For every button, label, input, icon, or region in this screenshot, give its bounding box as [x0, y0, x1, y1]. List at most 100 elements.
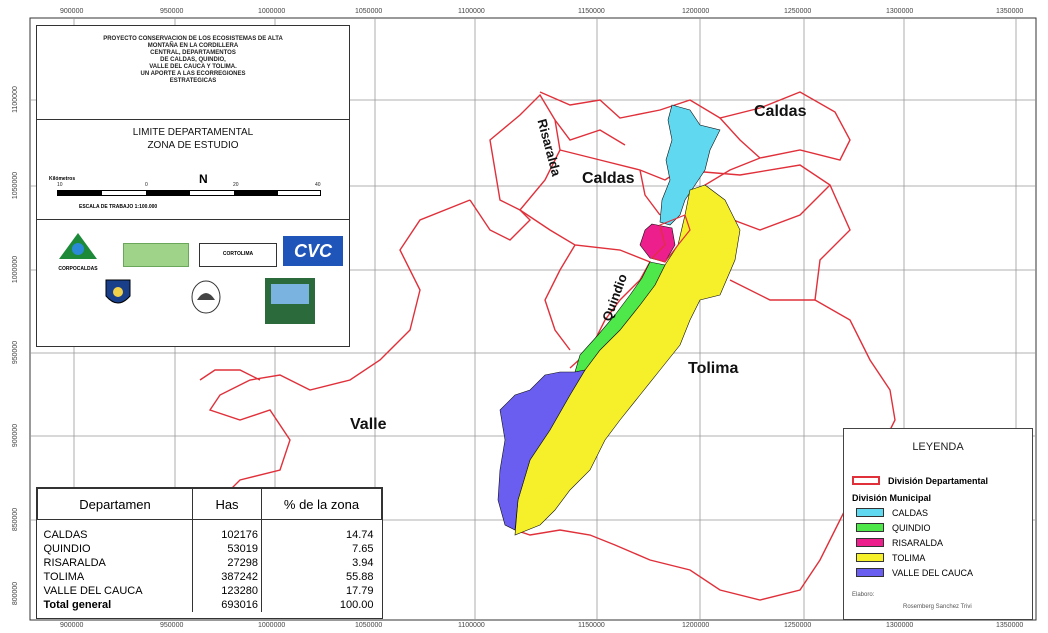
- info-panel: PROYECTO CONSERVACION DE LOS ECOSISTEMAS…: [36, 25, 350, 347]
- legend-row: VALLE DEL CAUCA: [856, 567, 973, 578]
- table-total-row: Total general 693016 100.00: [38, 597, 382, 612]
- table-row: RISARALDA 27298 3.94: [38, 555, 382, 570]
- legend-swatch: [856, 523, 884, 532]
- cell-pct: 100.00: [339, 598, 374, 611]
- table-header-row: Departamen Has % de la zona: [37, 488, 382, 520]
- x-top-tick: 1250000: [784, 8, 812, 15]
- x-bottom-tick: 1100000: [458, 622, 485, 629]
- corpocaldas-logo-icon: [59, 233, 97, 259]
- logo-cortolima: CORTOLIMA: [222, 251, 254, 257]
- legend-label: QUINDIO: [892, 522, 931, 533]
- y-left-tick: 800000: [12, 581, 20, 606]
- legend-row: QUINDIO: [856, 522, 931, 533]
- y-left-tick: 1050000: [12, 171, 20, 200]
- cell-dept: RISARALDA: [43, 556, 106, 569]
- limit-title: LIMITE DEPARTAMENTAL ZONA DE ESTUDIO: [37, 126, 349, 152]
- logo-corpocaldas: CORPOCALDAS: [58, 266, 98, 272]
- legend: LEYENDA División Departamental División …: [843, 428, 1033, 620]
- legend-subtitle: División Municipal: [852, 493, 932, 503]
- x-top-tick: 1300000: [886, 8, 914, 15]
- cell-pct: 55.88: [345, 570, 374, 583]
- cell-pct: 3.94: [352, 556, 374, 569]
- scale-tick: 20: [233, 182, 239, 188]
- table-row: CALDAS 102176 14.74: [38, 527, 382, 542]
- zone-valle-del-cauca: [497, 369, 586, 531]
- x-bottom-tick: 1250000: [784, 622, 812, 629]
- scale-unit: Kilómetros: [49, 176, 76, 182]
- x-top-tick: 1200000: [682, 8, 710, 15]
- x-bottom-tick: 1150000: [578, 622, 605, 629]
- cell-dept: QUINDIO: [43, 542, 91, 555]
- table-row: QUINDIO 53019 7.65: [38, 541, 382, 556]
- north-arrow-icon: N: [199, 172, 208, 186]
- x-top-tick: 900000: [60, 8, 84, 15]
- central-ridge-line: [650, 214, 691, 263]
- scale-bar: [57, 190, 321, 196]
- cell-pct: 14.74: [345, 528, 374, 541]
- stats-table: Departamen Has % de la zona CALDAS 10217…: [36, 487, 383, 619]
- table-row: VALLE DEL CAUCA 123280 17.79: [38, 583, 382, 598]
- cell-has: 53019: [192, 541, 262, 556]
- credit-label: Elaboro:: [852, 592, 875, 598]
- cell-dept: CALDAS: [43, 528, 88, 541]
- limit-title-line2: ZONA DE ESTUDIO: [147, 140, 239, 151]
- legend-swatch: [856, 553, 884, 562]
- legend-label: VALLE DEL CAUCA: [892, 567, 974, 578]
- x-top-tick: 1350000: [996, 8, 1024, 15]
- legend-label: TOLIMA: [892, 552, 926, 563]
- legend-label: División Departamental: [888, 475, 989, 486]
- cell-has: 123280: [192, 583, 262, 598]
- credit-name: Rosemberg Sanchez Trivi: [903, 604, 972, 610]
- x-bottom-tick: 1300000: [886, 622, 914, 629]
- x-top-tick: 1150000: [578, 8, 605, 15]
- scale-text: ESCALA DE TRABAJO 1:100.000: [79, 204, 158, 210]
- cell-has: 387242: [192, 569, 262, 584]
- label-tolima: Tolima: [688, 360, 739, 377]
- cell-has: 27298: [192, 555, 262, 570]
- x-bottom-tick: 1050000: [355, 622, 383, 629]
- table-header: Departamen: [37, 488, 193, 520]
- legend-swatch: [856, 538, 884, 547]
- logo-cvc: CVC: [293, 240, 332, 261]
- x-top-tick: 1000000: [258, 8, 286, 15]
- scale-tick: 40: [315, 182, 321, 188]
- x-bottom-tick: 900000: [60, 622, 84, 629]
- legend-title: LEYENDA: [912, 441, 964, 453]
- y-left-tick: 1000000: [12, 255, 20, 284]
- y-left-tick: 1100000: [11, 86, 19, 113]
- cell-has: 102176: [192, 527, 262, 542]
- divider: [37, 119, 349, 120]
- cvc-logo: CVC: [283, 236, 343, 266]
- x-top-tick: 1050000: [355, 8, 383, 15]
- legend-row: TOLIMA: [856, 552, 925, 563]
- table-header: % de la zona: [261, 488, 382, 520]
- cortolima-logo: CORTOLIMA: [199, 243, 277, 267]
- x-top-tick: 1100000: [458, 8, 485, 15]
- cell-dept: TOLIMA: [43, 570, 85, 583]
- x-bottom-tick: 1200000: [682, 622, 710, 629]
- y-left-tick: 900000: [12, 423, 20, 448]
- table-header: Has: [192, 488, 262, 520]
- legend-swatch: [852, 476, 880, 485]
- x-bottom-tick: 1350000: [996, 622, 1024, 629]
- x-bottom-tick: 950000: [160, 622, 184, 629]
- scale-area: Kilómetros N 10 0 20 40 ESCALA DE TRABAJ…: [49, 172, 339, 216]
- x-top-tick: 950000: [160, 8, 184, 15]
- divider: [37, 219, 349, 220]
- cell-dept: Total general: [43, 598, 112, 611]
- cell-dept: VALLE DEL CAUCA: [43, 584, 143, 597]
- legend-swatch: [856, 568, 884, 577]
- scale-tick: 0: [145, 182, 148, 188]
- green-logo-icon: [123, 243, 189, 267]
- x-bottom-tick: 1000000: [258, 622, 286, 629]
- cell-has: 693016: [192, 597, 262, 612]
- ministry-logo-icon: [265, 278, 315, 324]
- y-left-tick: 950000: [12, 340, 20, 365]
- cell-pct: 7.65: [352, 542, 374, 555]
- legend-row: RISARALDA: [856, 537, 943, 548]
- emblem-logo-icon: [191, 280, 221, 314]
- legend-label: RISARALDA: [892, 537, 944, 548]
- scale-tick: 10: [57, 182, 63, 188]
- limit-title-line1: LIMITE DEPARTAMENTAL: [132, 127, 254, 138]
